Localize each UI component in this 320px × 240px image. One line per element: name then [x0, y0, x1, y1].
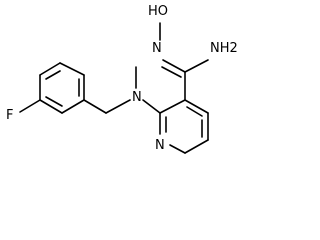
pyridine-ring — [159, 99, 209, 154]
c-f-bond — [19, 99, 41, 113]
amine-nitrogen-label: N — [132, 90, 142, 105]
amide-nh2-label: NH2 — [210, 41, 238, 56]
pyridine-nitrogen-label: N — [155, 138, 165, 153]
ring-ch2-bond — [83, 99, 107, 114]
c-n-double-bond-inner — [161, 66, 182, 78]
c-n-double-bond — [162, 59, 186, 73]
molecule-structure: F N N NH2 N HO — [6, 4, 238, 154]
imino-nitrogen-label: N — [152, 41, 162, 56]
fluorophenyl-ring — [39, 62, 85, 114]
structure-canvas: F N N NH2 N HO — [6, 4, 238, 154]
ch2-n-bond — [105, 99, 131, 114]
hydroxy-label: HO — [148, 4, 168, 19]
c-nh2-bond — [184, 59, 209, 73]
n-pyridine-bond — [142, 99, 161, 114]
fluorine-label: F — [6, 108, 13, 123]
